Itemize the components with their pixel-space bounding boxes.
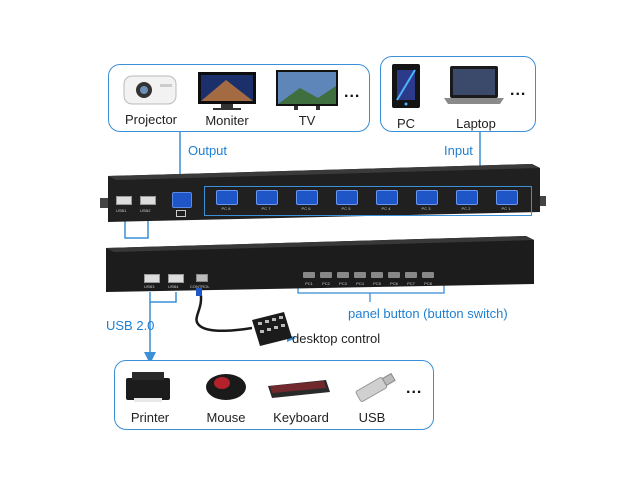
monitor-small-icon bbox=[176, 210, 186, 217]
vga-port-label: PC 4 bbox=[381, 206, 391, 211]
usb-drive-label: USB bbox=[358, 410, 386, 425]
vga-port-label: PC 5 bbox=[341, 206, 351, 211]
usb-port-3-label: USB3 bbox=[144, 284, 155, 289]
panel-switch-button[interactable]: PC5 bbox=[370, 270, 384, 290]
usb-port-1 bbox=[116, 196, 132, 205]
input-caption: Input bbox=[444, 143, 473, 158]
vga-input-port: PC 6 bbox=[288, 188, 324, 214]
vga-input-row: PC 8 PC 7 PC 6 PC 5 PC 4 PC 3 PC 2 PC 1 bbox=[208, 188, 528, 214]
vga-port-connector bbox=[256, 190, 278, 205]
panel-switch-key bbox=[303, 272, 315, 278]
pc-label: PC bbox=[396, 116, 416, 131]
vga-input-port: PC 1 bbox=[488, 188, 524, 214]
vga-port-label: PC 8 bbox=[221, 206, 231, 211]
projector-label: Projector bbox=[124, 112, 178, 127]
vga-port-connector bbox=[296, 190, 318, 205]
vga-port-label: PC 3 bbox=[421, 206, 431, 211]
panel-switch-label: PC8 bbox=[424, 281, 432, 286]
panel-switch-key bbox=[337, 272, 349, 278]
control-port bbox=[196, 274, 208, 282]
vga-port-connector bbox=[456, 190, 478, 205]
panel-switch-key bbox=[354, 272, 366, 278]
panel-switch-key bbox=[320, 272, 332, 278]
panel-switch-key bbox=[371, 272, 383, 278]
panel-switch-button[interactable]: PC1 bbox=[302, 270, 316, 290]
panel-switch-key bbox=[422, 272, 434, 278]
mouse-label: Mouse bbox=[206, 410, 246, 425]
usb-port-3 bbox=[144, 274, 160, 283]
panel-switch-button[interactable]: PC3 bbox=[336, 270, 350, 290]
panel-switch-button[interactable]: PC6 bbox=[387, 270, 401, 290]
vga-input-bracket bbox=[204, 186, 532, 216]
vga-input-port: PC 2 bbox=[448, 188, 484, 214]
usb-port-4-label: USB4 bbox=[168, 284, 179, 289]
input-more-dots: ... bbox=[510, 82, 527, 99]
vga-port-label: PC 6 bbox=[301, 206, 311, 211]
vga-input-port: PC 7 bbox=[248, 188, 284, 214]
usb-port-2 bbox=[140, 196, 156, 205]
vga-input-port: PC 3 bbox=[408, 188, 444, 214]
panel-switch-label: PC5 bbox=[373, 281, 381, 286]
panel-button-caption: panel button (button switch) bbox=[348, 306, 508, 321]
panel-switch-label: PC7 bbox=[407, 281, 415, 286]
output-caption: Output bbox=[188, 143, 228, 158]
usb-more-dots: ... bbox=[406, 380, 423, 397]
usb-caption: USB 2.0 bbox=[106, 318, 155, 333]
vga-port-connector bbox=[216, 190, 238, 205]
desktop-control-caption: desktop control bbox=[292, 331, 381, 346]
laptop-label: Laptop bbox=[456, 116, 496, 131]
usb-port-2-label: USB2 bbox=[140, 208, 151, 213]
vga-port-label: PC 1 bbox=[501, 206, 511, 211]
vga-port-label: PC 7 bbox=[261, 206, 271, 211]
panel-switch-button[interactable]: PC2 bbox=[319, 270, 333, 290]
panel-switch-label: PC4 bbox=[356, 281, 364, 286]
monitor-label: Moniter bbox=[205, 113, 249, 128]
panel-switch-label: PC1 bbox=[305, 281, 313, 286]
panel-switch-button[interactable]: PC7 bbox=[404, 270, 418, 290]
vga-port-connector bbox=[376, 190, 398, 205]
usb-back-link bbox=[149, 292, 177, 303]
vga-input-port: PC 8 bbox=[208, 188, 244, 214]
panel-button-row: PC1 PC2 PC3 PC4 PC5 PC6 PC7 PC8 bbox=[302, 270, 442, 290]
vga-output-port bbox=[172, 192, 192, 208]
panel-switch-key bbox=[405, 272, 417, 278]
printer-label: Printer bbox=[130, 410, 170, 425]
panel-switch-label: PC6 bbox=[390, 281, 398, 286]
output-more-dots: ... bbox=[344, 84, 361, 101]
control-port-label: CONTROL bbox=[190, 284, 210, 289]
panel-switch-button[interactable]: PC4 bbox=[353, 270, 367, 290]
usb-port-4 bbox=[168, 274, 184, 283]
usb-port-1-label: USB1 bbox=[116, 208, 127, 213]
vga-port-connector bbox=[416, 190, 438, 205]
vga-input-port: PC 4 bbox=[368, 188, 404, 214]
vga-port-connector bbox=[336, 190, 358, 205]
panel-switch-key bbox=[388, 272, 400, 278]
usb-front-link bbox=[124, 220, 149, 239]
panel-switch-button[interactable]: PC8 bbox=[421, 270, 435, 290]
keyboard-label: Keyboard bbox=[273, 410, 329, 425]
vga-input-port: PC 5 bbox=[328, 188, 364, 214]
panel-switch-label: PC3 bbox=[339, 281, 347, 286]
vga-port-label: PC 2 bbox=[461, 206, 471, 211]
tv-label: TV bbox=[298, 113, 316, 128]
vga-port-connector bbox=[496, 190, 518, 205]
panel-switch-label: PC2 bbox=[322, 281, 330, 286]
